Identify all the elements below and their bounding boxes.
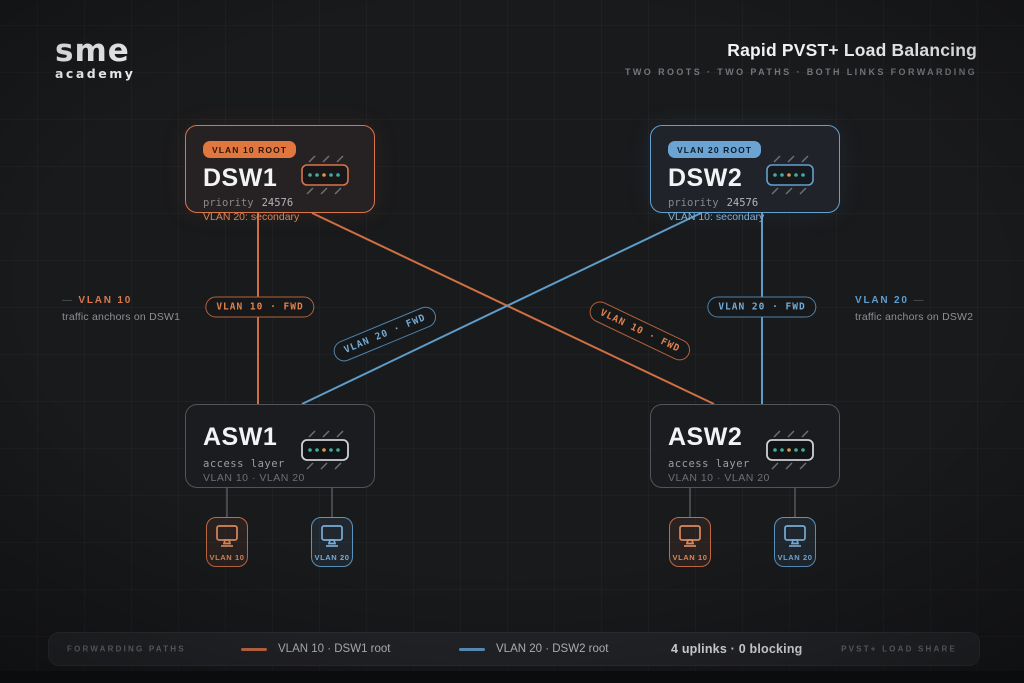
footer-left-label: FORWARDING PATHS <box>67 644 186 654</box>
host-asw1-vlan20: VLAN 20 <box>311 517 353 567</box>
host-asw1-vlan10: VLAN 10 <box>206 517 248 567</box>
host-asw2-vlan10: VLAN 10 <box>669 517 711 567</box>
legend-vlan10-label: VLAN 10 · DSW1 root <box>278 643 391 655</box>
brand-logo-bottom: academy <box>55 66 136 81</box>
dsw2-priority: priority 24576 <box>668 197 839 209</box>
annotation-vlan10-title: — VLAN 10 <box>62 293 222 308</box>
switch-icon <box>296 152 354 203</box>
legend-swatch-blue <box>459 647 485 651</box>
legend-vlan10: VLAN 10 · DSW1 root <box>241 643 390 655</box>
legend-vlan20-label: VLAN 20 · DSW2 root <box>496 643 609 655</box>
dsw2-root-badge: VLAN 20 ROOT <box>668 141 762 158</box>
asw2-name: ASW2 <box>668 423 743 451</box>
link-label-dsw2-asw2: VLAN 20 · FWD <box>707 296 817 318</box>
page-title: Rapid PVST+ Load Balancing <box>727 40 977 60</box>
node-asw1: ASW1 access layer VLAN 10 · VLAN 20 <box>185 404 375 488</box>
asw1-role: access layer <box>203 458 285 470</box>
footer-stats: 4 uplinks · 0 blocking <box>671 642 803 656</box>
brand-logo-top: sme <box>55 33 130 69</box>
host-label: VLAN 10 <box>209 553 245 562</box>
dsw2-priority-label: priority <box>668 197 719 209</box>
dsw1-name: DSW1 <box>203 164 278 192</box>
monitor-icon <box>782 524 808 553</box>
host-label: VLAN 10 <box>672 553 708 562</box>
legend-swatch-orange <box>241 647 267 651</box>
host-asw2-vlan20: VLAN 20 <box>774 517 816 567</box>
dsw2-name: DSW2 <box>668 164 743 192</box>
header: Rapid PVST+ Load Balancing TWO ROOTS · T… <box>625 40 977 77</box>
footer-legend-bar: FORWARDING PATHS VLAN 10 · DSW1 root VLA… <box>48 632 980 666</box>
node-asw2: ASW2 access layer VLAN 10 · VLAN 20 <box>650 404 840 488</box>
link-dsw1-asw2 <box>311 212 715 405</box>
annotation-vlan10-text: VLAN 10 <box>78 295 133 306</box>
annotation-dash: — <box>913 295 926 306</box>
switch-icon <box>761 152 819 203</box>
dsw2-priority-value: 24576 <box>726 197 759 209</box>
dsw1-priority: priority 24576 <box>203 197 374 209</box>
dsw1-priority-label: priority <box>203 197 254 209</box>
asw1-vlans: VLAN 10 · VLAN 20 <box>203 472 305 484</box>
host-label: VLAN 20 <box>314 553 350 562</box>
annotation-vlan20-sub: traffic anchors on DSW2 <box>855 311 974 323</box>
switch-icon <box>296 427 354 478</box>
node-dsw1: VLAN 10 ROOT DSW1 priority 24576 VLAN 20:… <box>185 125 375 223</box>
dsw2-secondary-note: VLAN 10: secondary <box>668 211 765 223</box>
switch-icon <box>761 427 819 478</box>
monitor-icon <box>214 524 240 553</box>
dsw1-secondary-note: VLAN 20: secondary <box>203 211 300 223</box>
monitor-icon <box>319 524 345 553</box>
brand-logo: sme academy <box>55 36 135 81</box>
dsw1-priority-value: 24576 <box>261 197 294 209</box>
monitor-icon <box>677 524 703 553</box>
node-dsw2: VLAN 20 ROOT DSW2 priority 24576 VLAN 10:… <box>650 125 840 223</box>
annotation-vlan20-title: VLAN 20 — <box>855 293 1015 308</box>
page-subtitle: TWO ROOTS · TWO PATHS · BOTH LINKS FORWA… <box>625 67 977 77</box>
link-dsw2-asw1 <box>301 212 702 405</box>
asw2-role: access layer <box>668 458 750 470</box>
link-label-dsw1-asw1: VLAN 10 · FWD <box>205 296 315 318</box>
annotation-vlan10: — VLAN 10 traffic anchors on DSW1 <box>62 293 222 326</box>
annotation-vlan20-text: VLAN 20 <box>855 295 909 306</box>
dsw1-root-badge: VLAN 10 ROOT <box>203 141 297 158</box>
legend-vlan20: VLAN 20 · DSW2 root <box>459 643 608 655</box>
bottom-band <box>0 671 1024 683</box>
host-label: VLAN 20 <box>777 553 813 562</box>
footer-right-label: PVST+ LOAD SHARE <box>841 644 957 654</box>
asw2-vlans: VLAN 10 · VLAN 20 <box>668 472 770 484</box>
annotation-vlan20: VLAN 20 — traffic anchors on DSW2 <box>855 293 1015 326</box>
asw1-name: ASW1 <box>203 423 278 451</box>
annotation-dash: — <box>62 295 74 306</box>
annotation-vlan10-sub: traffic anchors on DSW1 <box>62 311 181 323</box>
